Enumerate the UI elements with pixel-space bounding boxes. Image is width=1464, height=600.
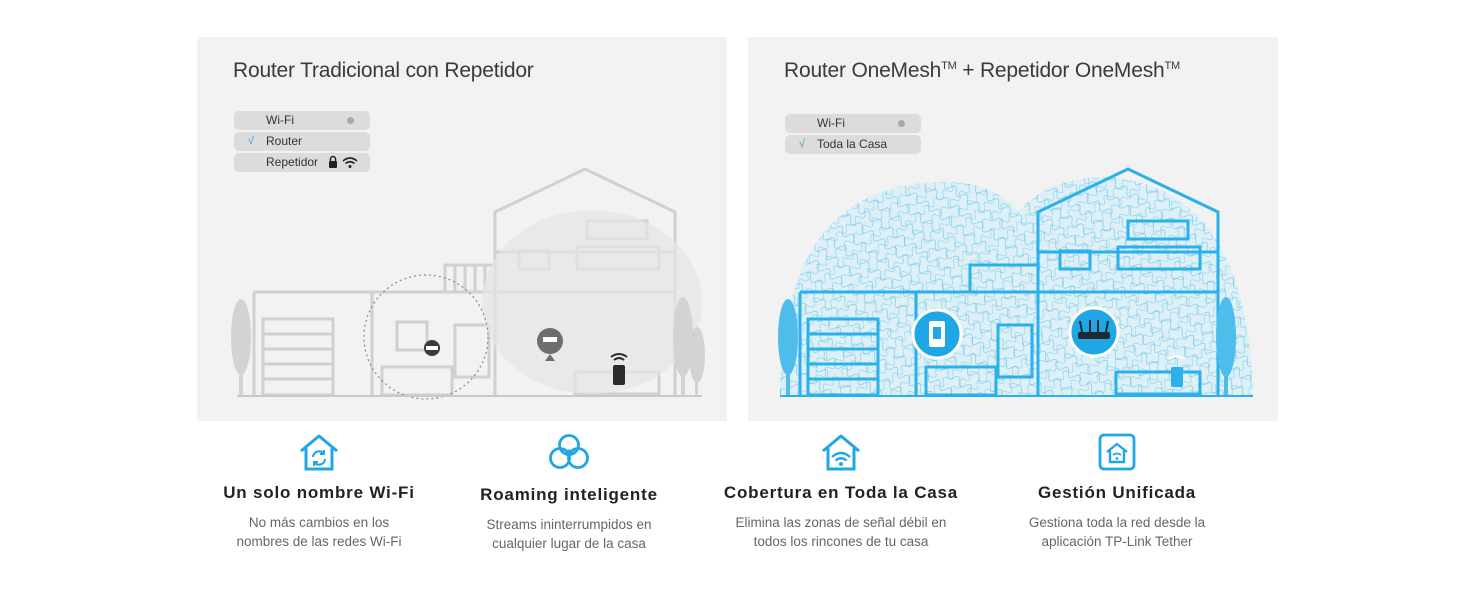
feature-single-wifi-name: Un solo nombre Wi-Fi No más cambios en l… xyxy=(189,432,449,551)
description-line: Streams ininterrumpidos en xyxy=(486,517,652,532)
app-house-icon xyxy=(1098,433,1136,471)
description-line: Elimina las zonas de señal débil en xyxy=(735,515,947,530)
onemesh-panel: Router OneMeshTM + Repetidor OneMeshTM W… xyxy=(748,37,1278,421)
feature-description: Gestiona toda la red desde la aplicación … xyxy=(987,513,1247,551)
wifi-item-label: Toda la Casa xyxy=(817,137,888,151)
description-line: No más cambios en los xyxy=(248,515,390,530)
traditional-house-illustration xyxy=(231,167,705,400)
feature-unified-management: Gestión Unificada Gestiona toda la red d… xyxy=(987,432,1247,551)
wifi-item-label: Wi-Fi xyxy=(817,116,845,130)
feature-title: Cobertura en Toda la Casa xyxy=(723,483,959,502)
title-part: + Repetidor OneMesh xyxy=(956,59,1165,82)
onemesh-house-illustration xyxy=(778,167,1253,397)
panel-title: Router Tradicional con Repetidor xyxy=(233,59,534,82)
feature-title: Roaming inteligente xyxy=(480,485,658,504)
wifi-network-list: Wi-Fi √ Router Repetidor xyxy=(234,111,370,174)
feature-description: No más cambios en los nombres de las rede… xyxy=(189,513,449,551)
feature-description: Streams ininterrumpidos en cualquier luga… xyxy=(439,515,699,553)
feature-description: Elimina las zonas de señal débil en todos… xyxy=(711,513,971,551)
panel-title: Router OneMeshTM + Repetidor OneMeshTM xyxy=(784,59,1180,83)
check-icon: √ xyxy=(799,138,806,150)
wifi-list-item[interactable]: Repetidor xyxy=(234,153,370,172)
lock-wifi-icon xyxy=(328,155,358,175)
wifi-list-item[interactable]: Wi-Fi xyxy=(785,114,921,133)
wifi-item-label: Router xyxy=(266,134,303,148)
wifi-network-list: Wi-Fi √ Toda la Casa xyxy=(785,114,921,156)
wifi-list-item[interactable]: Wi-Fi xyxy=(234,111,370,130)
description-line: Gestiona toda la red desde la xyxy=(1028,515,1206,530)
house-sync-icon xyxy=(300,434,338,471)
check-icon: √ xyxy=(248,135,255,147)
wifi-list-item[interactable]: √ Toda la Casa xyxy=(785,135,921,154)
feature-whole-home-coverage: Cobertura en Toda la Casa Elimina las zo… xyxy=(711,432,971,551)
feature-smart-roaming: Roaming inteligente Streams ininterrumpi… xyxy=(439,432,699,553)
trademark-mark: TM xyxy=(1164,60,1180,72)
description-line: aplicación TP-Link Tether xyxy=(1041,534,1193,549)
description-line: cualquier lugar de la casa xyxy=(492,536,646,551)
trademark-mark: TM xyxy=(941,60,957,72)
feature-title: Un solo nombre Wi-Fi xyxy=(223,483,415,502)
signal-dot-icon xyxy=(898,120,905,127)
feature-title: Gestión Unificada xyxy=(1037,483,1197,502)
wifi-item-label: Wi-Fi xyxy=(266,113,294,127)
traditional-router-panel: Router Tradicional con Repetidor Wi-Fi √… xyxy=(197,37,727,421)
wifi-item-label: Repetidor xyxy=(266,155,319,169)
description-line: nombres de las redes Wi-Fi xyxy=(236,534,402,549)
house-wifi-icon xyxy=(822,434,860,471)
rings-icon xyxy=(549,434,589,469)
signal-dot-icon xyxy=(347,117,354,124)
title-part: Router OneMesh xyxy=(784,59,942,82)
description-line: todos los rincones de tu casa xyxy=(753,534,929,549)
wifi-list-item[interactable]: √ Router xyxy=(234,132,370,151)
